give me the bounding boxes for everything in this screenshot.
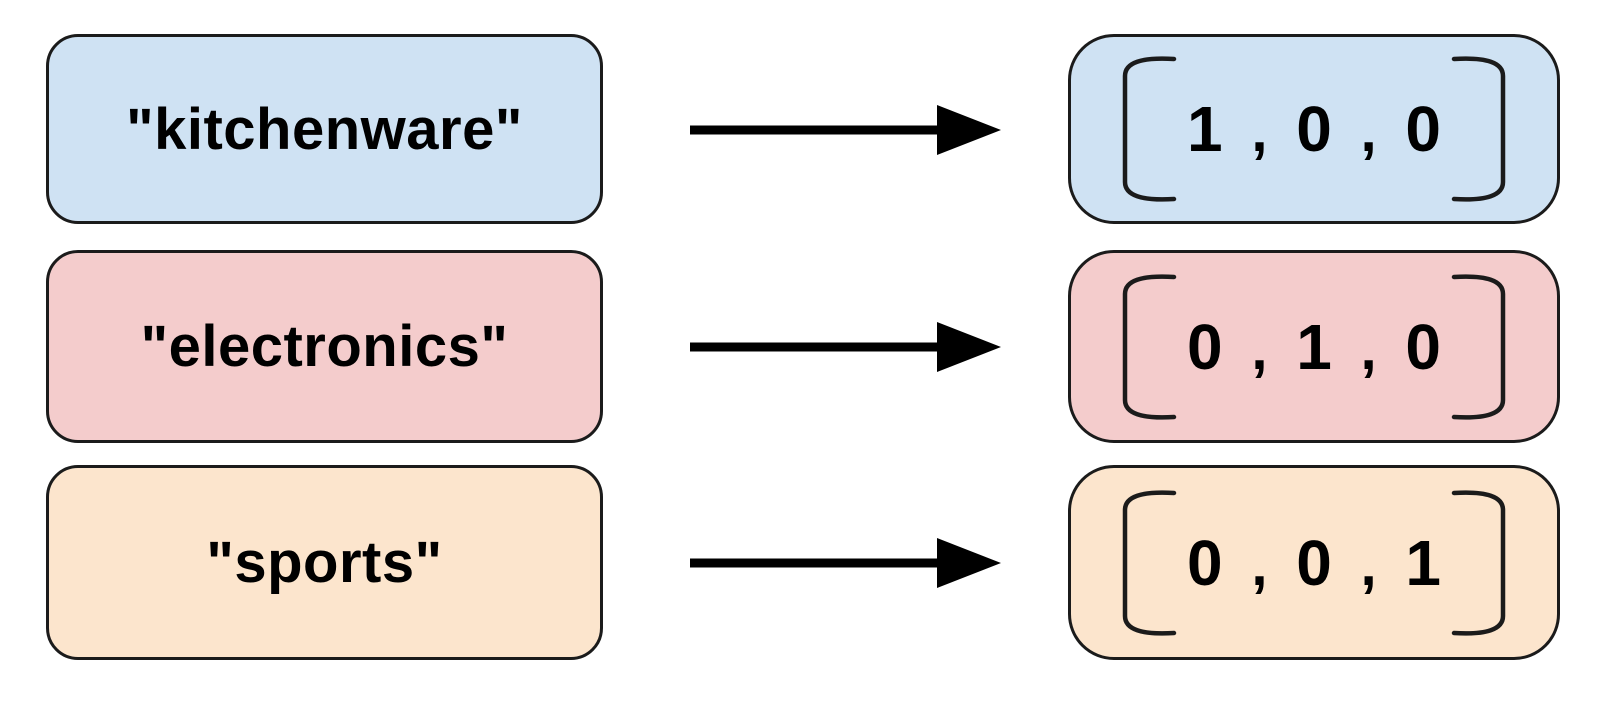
arrow-right-icon <box>690 105 1001 155</box>
vector-value: 0 <box>1405 310 1441 383</box>
vector-value: 1 <box>1296 310 1332 383</box>
comma-separator: , <box>1251 99 1268 164</box>
vector-value: 0 <box>1296 93 1332 165</box>
vector-values: 0 , 1 , 0 <box>1177 315 1451 379</box>
right-bracket-icon <box>1451 56 1506 202</box>
right-bracket-icon <box>1451 489 1506 636</box>
vector-content: 0 , 1 , 0 <box>1071 271 1557 423</box>
vector-box-electronics: 0 , 1 , 0 <box>1068 250 1560 443</box>
comma-separator: , <box>1360 99 1377 164</box>
vector-box-sports: 0 , 0 , 1 <box>1068 465 1560 660</box>
category-label: "sports" <box>206 530 443 595</box>
arrow-right-icon <box>690 538 1001 588</box>
vector-value: 0 <box>1187 526 1223 599</box>
category-label-box-kitchenware: "kitchenware" <box>46 34 603 224</box>
category-label: "kitchenware" <box>126 96 523 162</box>
comma-separator: , <box>1251 532 1268 598</box>
category-label-box-electronics: "electronics" <box>46 250 603 443</box>
vector-value: 0 <box>1296 526 1332 599</box>
category-label-box-sports: "sports" <box>46 465 603 660</box>
comma-separator: , <box>1360 532 1377 598</box>
category-label: "electronics" <box>140 314 509 379</box>
vector-value: 1 <box>1187 93 1223 165</box>
vector-box-kitchenware: 1 , 0 , 0 <box>1068 34 1560 224</box>
vector-content: 1 , 0 , 0 <box>1071 53 1557 205</box>
vector-value: 1 <box>1405 526 1441 599</box>
vector-values: 1 , 0 , 0 <box>1177 97 1451 161</box>
right-bracket-icon <box>1451 273 1506 420</box>
arrow-right-icon <box>690 322 1001 372</box>
left-bracket-icon <box>1122 56 1177 202</box>
vector-value: 0 <box>1405 93 1441 165</box>
vector-values: 0 , 0 , 1 <box>1177 531 1451 595</box>
left-bracket-icon <box>1122 489 1177 636</box>
comma-separator: , <box>1251 316 1268 382</box>
vector-content: 0 , 0 , 1 <box>1071 487 1557 639</box>
vector-value: 0 <box>1187 310 1223 383</box>
comma-separator: , <box>1360 316 1377 382</box>
left-bracket-icon <box>1122 273 1177 420</box>
